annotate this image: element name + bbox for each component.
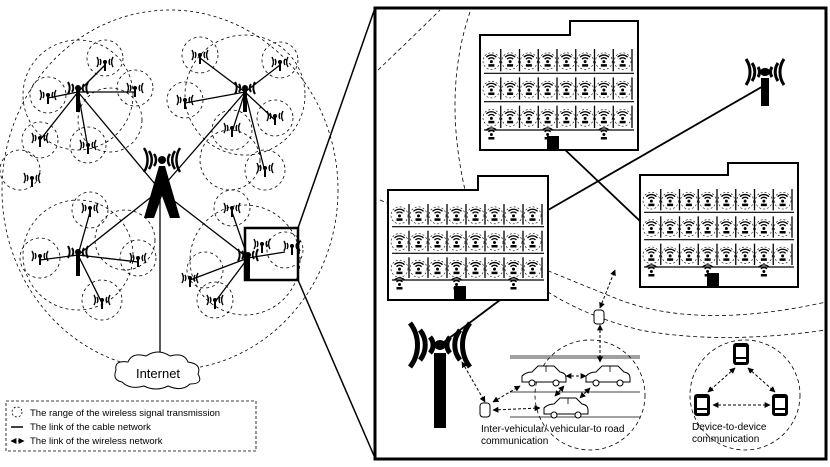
cable-links: [39, 57, 286, 362]
building-icon: [479, 20, 639, 151]
v2x-label-line2: communication: [481, 436, 548, 447]
legend-item-cable: The link of the cable network: [30, 422, 151, 433]
building-icon: [639, 162, 799, 288]
d2d-label-line2: communication: [692, 434, 759, 445]
dashed-circle-icon: [11, 406, 23, 418]
legend: The range of the wireless signal transmi…: [5, 400, 257, 452]
roadside-unit-icon: [479, 309, 605, 418]
network-overview: Internet: [0, 9, 339, 390]
cloud-icon: Internet: [114, 351, 201, 390]
legend-item-range: The range of the wireless signal transmi…: [30, 408, 220, 419]
detail-tower-icon: [744, 58, 786, 106]
detail-panel: Inter-vehicular/ vehicular-to road commu…: [373, 6, 828, 461]
zoom-region: [243, 226, 300, 282]
building-icon: [387, 175, 549, 301]
d2d-label-line1: Device-to-device: [692, 422, 767, 433]
base-station-icon: [67, 81, 259, 279]
zoom-line-bottom: [297, 279, 376, 459]
legend-item-wireless: The link of the wireless network: [30, 436, 163, 447]
internet-label: Internet: [136, 366, 180, 381]
v2x-label-line1: Inter-vehicular/ vehicular-to road: [481, 424, 624, 435]
road-lanes: [510, 355, 640, 418]
cell-tower-icon: [142, 147, 182, 218]
zoom-line-top: [297, 7, 376, 229]
buildings: [387, 20, 799, 301]
legend-box: [5, 400, 257, 452]
